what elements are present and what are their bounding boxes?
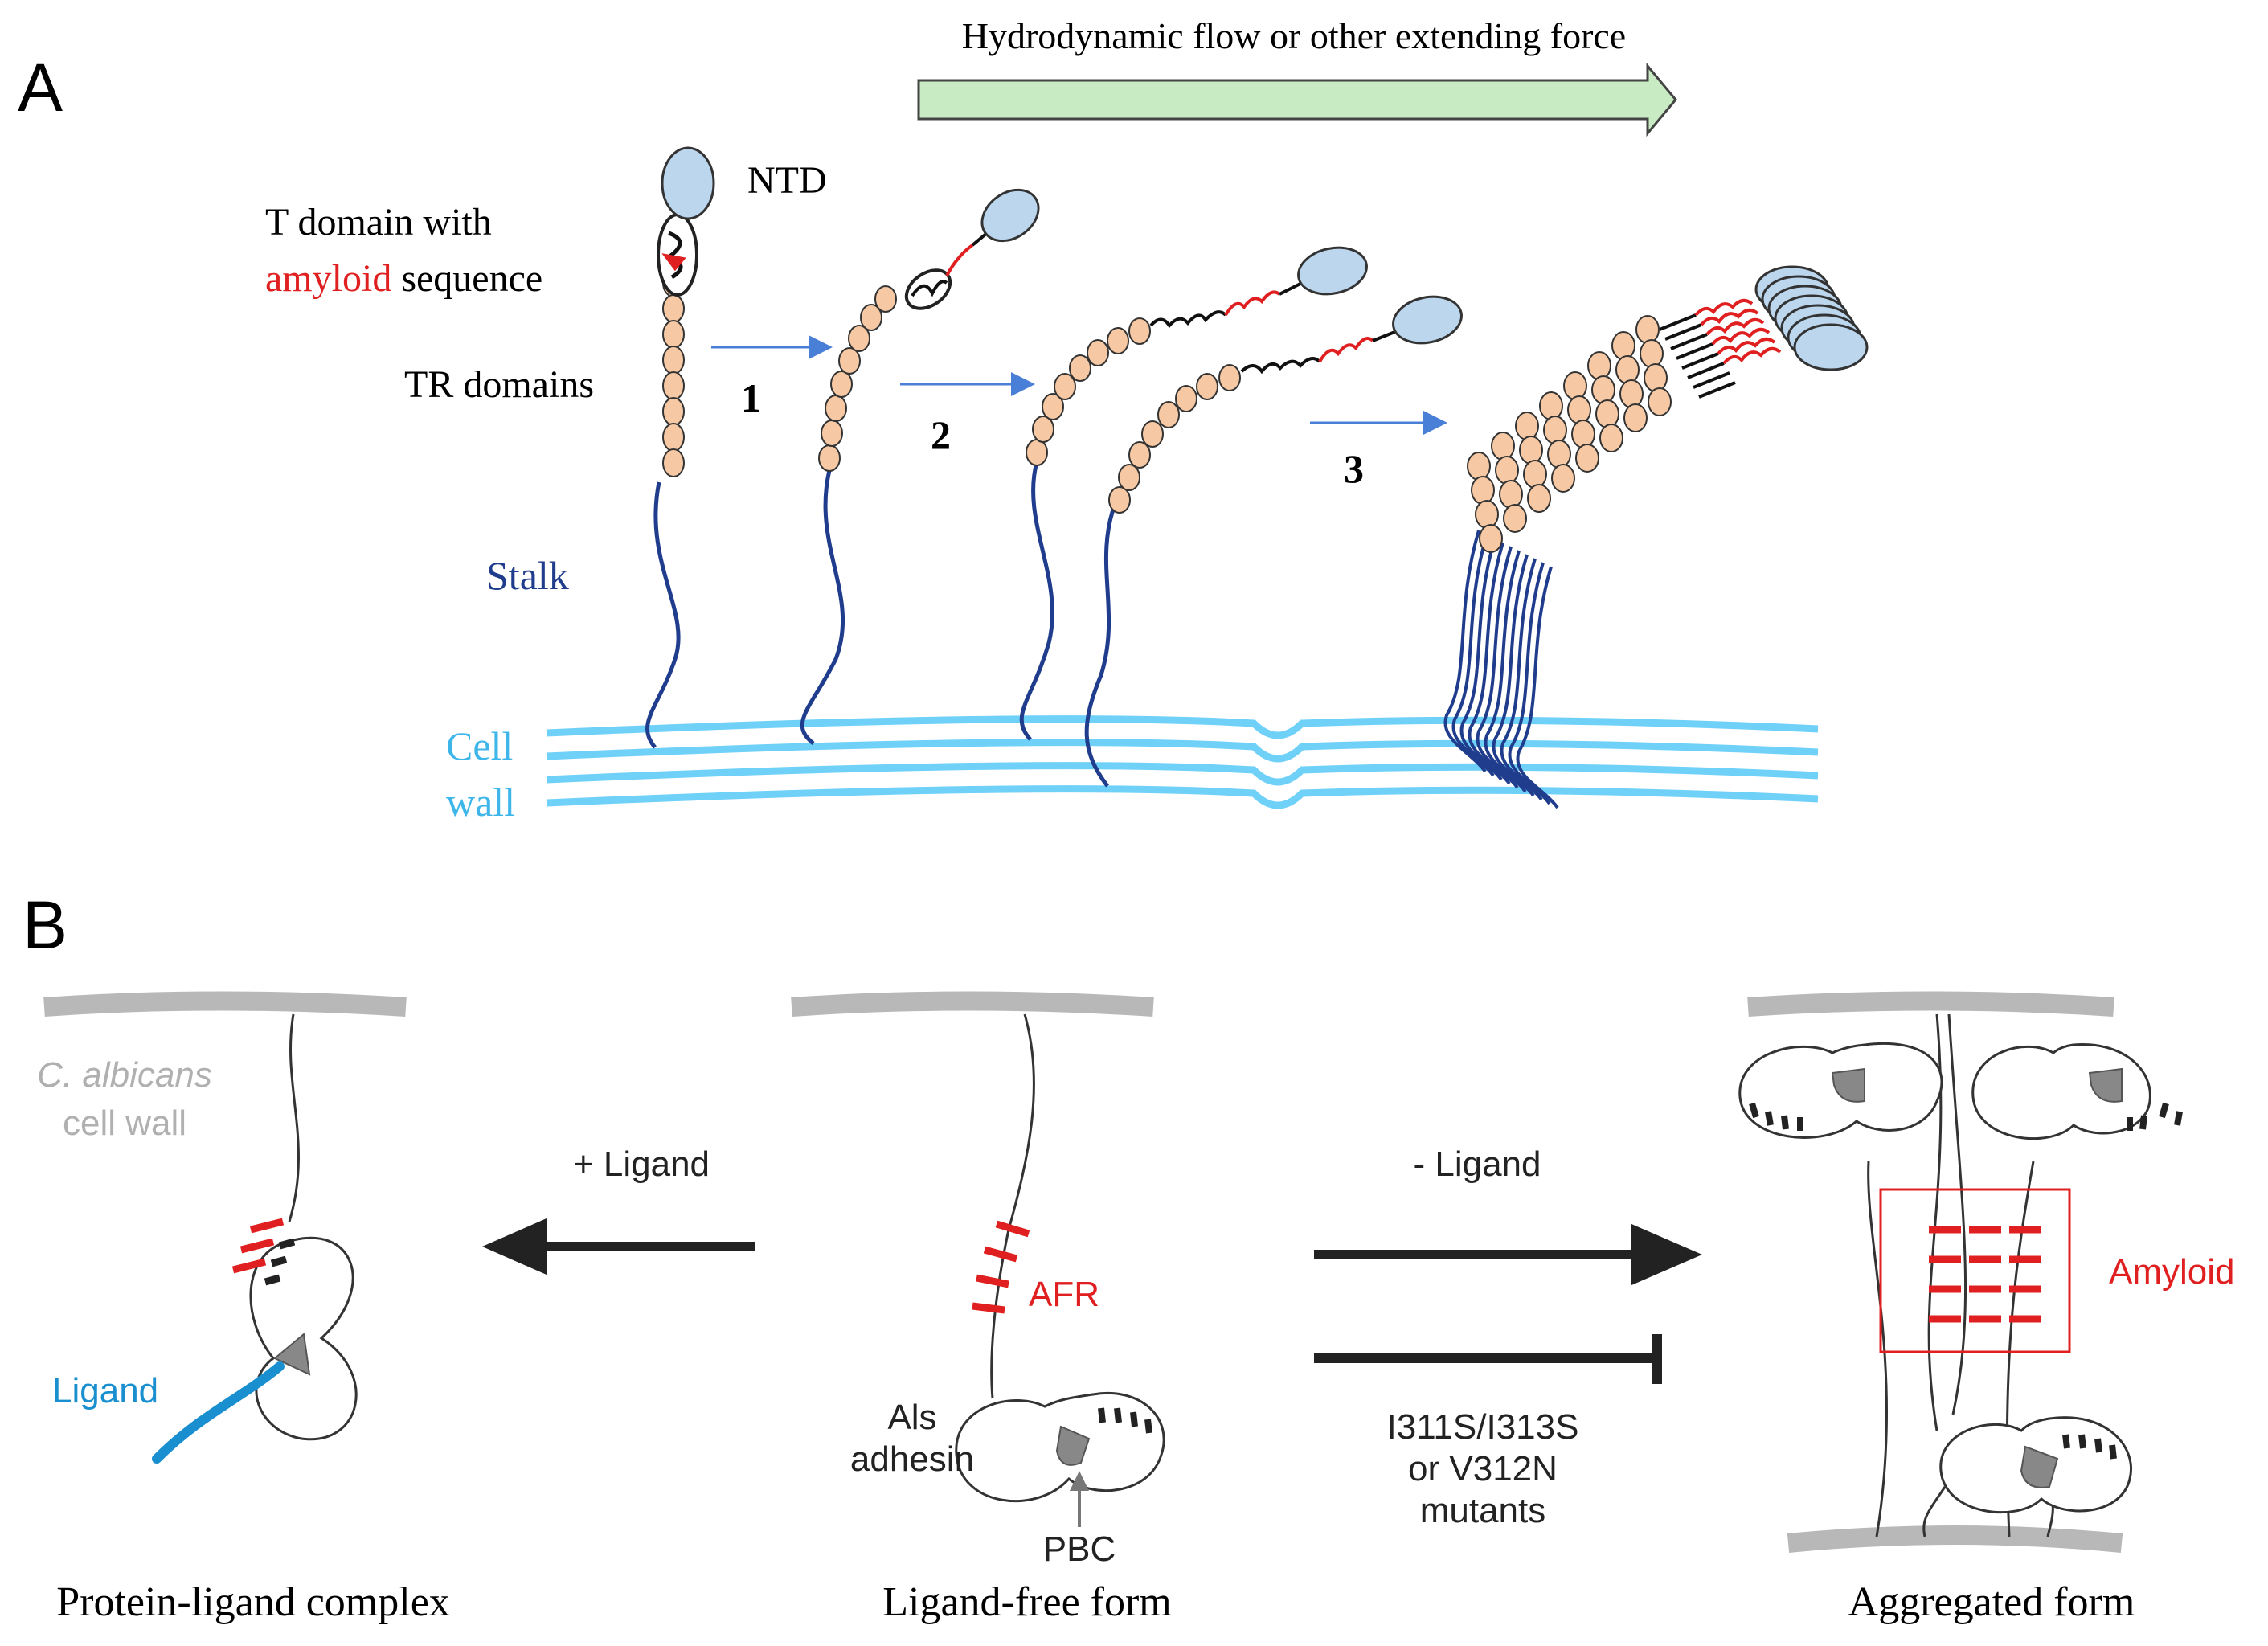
- amyloid-sequence: [1224, 290, 1281, 317]
- ntd: [661, 146, 715, 220]
- afr-marks: [972, 1220, 1030, 1314]
- pbc-pocket: [1055, 1425, 1091, 1466]
- als-label-2: adhesin: [850, 1439, 974, 1479]
- tether: [990, 1013, 1035, 1399]
- cell-wall-arc: [43, 991, 407, 1017]
- aggregate-ntds: [1754, 265, 1869, 371]
- ntd: [1297, 246, 1368, 296]
- panel-b-letter: B: [23, 887, 68, 963]
- adhesin-bottom: [1939, 1416, 2132, 1514]
- force-label: Hydrodynamic flow or other extending for…: [962, 15, 1626, 56]
- amyloid-sequence-label: amyloid sequence: [265, 257, 542, 300]
- adhesin-molecule-4: [1084, 295, 1463, 788]
- mutant-inhibition: I311S/I313S or V312N mutants: [1314, 1334, 1662, 1530]
- adhesin-molecule-3: [1019, 246, 1368, 741]
- wall-label: wall: [446, 780, 515, 825]
- plus-ligand-label: + Ligand: [573, 1144, 710, 1184]
- stalk: [645, 481, 681, 749]
- tr-domains: [1026, 317, 1151, 466]
- ligand-free-form: AFR Als adhesin PBC: [791, 991, 1165, 1569]
- cell-wall-arc-top: [1747, 991, 2114, 1017]
- step-label-3: 3: [1344, 446, 1364, 491]
- cell-wall-label: cell wall: [63, 1103, 186, 1143]
- step-label-1: 1: [741, 375, 761, 420]
- adhesin-molecule-2: [800, 188, 1040, 745]
- amyloid-word: amyloid: [265, 257, 391, 300]
- panel-a: A Hydrodynamic flow or other extending f…: [18, 15, 1869, 825]
- tr-domains: [662, 268, 685, 477]
- tether: [288, 1013, 300, 1222]
- caption-protein-ligand-complex: Protein-ligand complex: [56, 1579, 450, 1625]
- force-arrow-shape: [917, 62, 1677, 137]
- ntd: [1392, 295, 1463, 345]
- ligand-label: Ligand: [52, 1371, 158, 1411]
- stalk: [800, 469, 845, 745]
- tr-domains-label: TR domains: [404, 363, 594, 406]
- t-domain-label: T domain with: [265, 201, 492, 244]
- amyloid-sequence: [1318, 337, 1374, 363]
- mutants-line-3: mutants: [1420, 1491, 1546, 1530]
- cell-wall-arc-bottom: [1787, 1525, 2123, 1553]
- step-label-2: 2: [931, 412, 951, 457]
- ligand: [152, 1361, 285, 1464]
- stalk-label: Stalk: [486, 553, 569, 598]
- aggregate-amyloid-strands: [1694, 298, 1782, 365]
- mutants-line-1: I311S/I313S: [1387, 1407, 1579, 1447]
- minus-ligand-arrow: - Ligand: [1314, 1144, 1702, 1285]
- amyloid-sequence: [945, 244, 974, 276]
- tr-domains: [818, 285, 897, 472]
- amyloid-label: Amyloid: [2109, 1252, 2235, 1292]
- cell-label: Cell: [446, 723, 513, 768]
- aggregate-stalks: [1443, 530, 1559, 809]
- cell-wall-lines: [546, 715, 1819, 809]
- tr-domains: [1108, 364, 1241, 514]
- plus-ligand-arrow: + Ligand: [482, 1144, 755, 1275]
- sequence-word: sequence: [391, 257, 542, 300]
- amyloid-sequence: [661, 253, 686, 272]
- aggregated-form: Amyloid: [1738, 991, 2235, 1553]
- adhesin-top-right: [1971, 1043, 2183, 1140]
- pbc-label: PBC: [1043, 1529, 1116, 1569]
- amyloid-box: [1879, 1188, 2071, 1353]
- caption-aggregated-form: Aggregated form: [1848, 1579, 2135, 1625]
- aggregate-tr-rows: [1467, 315, 1672, 553]
- als-label-1: Als: [887, 1398, 936, 1437]
- mutants-line-2: or V312N: [1408, 1449, 1558, 1488]
- panel-a-letter: A: [18, 50, 63, 125]
- caption-ligand-free-form: Ligand-free form: [882, 1579, 1171, 1625]
- stalk: [1084, 502, 1118, 788]
- cell-wall-species: C. albicans: [37, 1055, 212, 1095]
- amyloid-strands: [1929, 1226, 2041, 1323]
- aggregate-linkers: [1659, 313, 1736, 399]
- black-marks: [1098, 1407, 1152, 1434]
- protein-ligand-complex: C. albicans cell wall Ligand: [37, 991, 407, 1464]
- force-arrow: Hydrodynamic flow or other extending for…: [917, 15, 1677, 137]
- cell-wall-arc: [791, 991, 1154, 1017]
- afr-marks: [231, 1218, 296, 1286]
- adhesin-top-left: [1738, 1042, 1943, 1139]
- panel-b: B C. albicans cell wall Ligand +: [23, 887, 2235, 1625]
- ntd: [980, 188, 1040, 243]
- minus-ligand-label: - Ligand: [1413, 1144, 1541, 1184]
- pbc-pocket: [273, 1333, 311, 1376]
- adhesin-molecule-1: [645, 146, 715, 749]
- stalk: [1019, 461, 1054, 741]
- ntd-label: NTD: [747, 159, 827, 202]
- afr-label: AFR: [1029, 1275, 1099, 1314]
- amyloid-aggregate: [1443, 265, 1869, 809]
